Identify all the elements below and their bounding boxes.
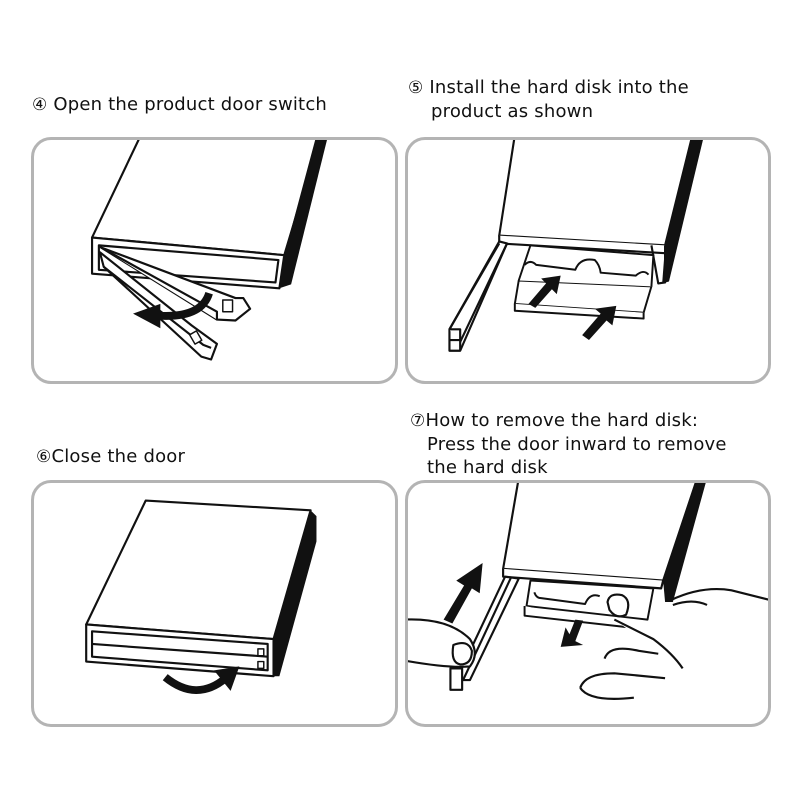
- step-4-number: ④: [32, 95, 48, 115]
- right-hand: [579, 588, 768, 700]
- arrow-pull-disk-down-icon: [560, 619, 584, 647]
- enclosure-side-edge: [279, 140, 327, 289]
- hard-disk-removal-illustration: [408, 483, 768, 700]
- enclosure-side-edge: [662, 140, 703, 284]
- step-6-number: ⑥: [36, 447, 52, 467]
- step-7-number: ⑦: [410, 411, 426, 431]
- step-5-caption: ⑤ Install the hard disk into the product…: [408, 76, 689, 123]
- step-7-text-line-3: the hard disk: [427, 457, 548, 478]
- step-6-text: Close the door: [51, 446, 186, 467]
- step-6-caption: ⑥Close the door: [36, 445, 185, 469]
- step-5-number: ⑤: [408, 78, 424, 98]
- step-4-text: Open the product door switch: [53, 94, 328, 115]
- enclosure-door-closing-illustration: [85, 499, 317, 694]
- arrow-press-door-up-icon: [443, 563, 483, 624]
- step-7-text-line-2: Press the door inward to remove: [427, 434, 727, 455]
- hard-disk-tray: [523, 579, 655, 629]
- enclosure-side-edge: [663, 483, 706, 603]
- arrow-insert-right-icon: [582, 305, 617, 341]
- step-7-text-line-1: How to remove the hard disk:: [425, 410, 699, 431]
- step-5-text-line-1: Install the hard disk into the: [429, 77, 689, 98]
- step-6-illustration-panel: [31, 480, 398, 727]
- step-5-text-line-2: product as shown: [431, 101, 594, 122]
- enclosure-side-edge: [273, 510, 317, 677]
- curved-arrow-open-door-icon: [133, 291, 213, 329]
- step-7-illustration-panel: [405, 480, 771, 727]
- left-hand: [408, 618, 476, 668]
- curved-arrow-close-door-icon: [162, 666, 240, 694]
- hard-disk-insertion-illustration: [448, 140, 703, 352]
- enclosure-door-opening-illustration: [90, 140, 327, 361]
- step-5-illustration-panel: [405, 137, 771, 384]
- step-4-illustration-panel: [31, 137, 398, 384]
- arrow-insert-left-icon: [528, 275, 561, 308]
- step-4-caption: ④ Open the product door switch: [32, 93, 327, 117]
- open-door: [448, 240, 509, 352]
- step-7-caption: ⑦How to remove the hard disk: Press the …: [410, 409, 727, 479]
- hard-disk-tray: [513, 244, 655, 320]
